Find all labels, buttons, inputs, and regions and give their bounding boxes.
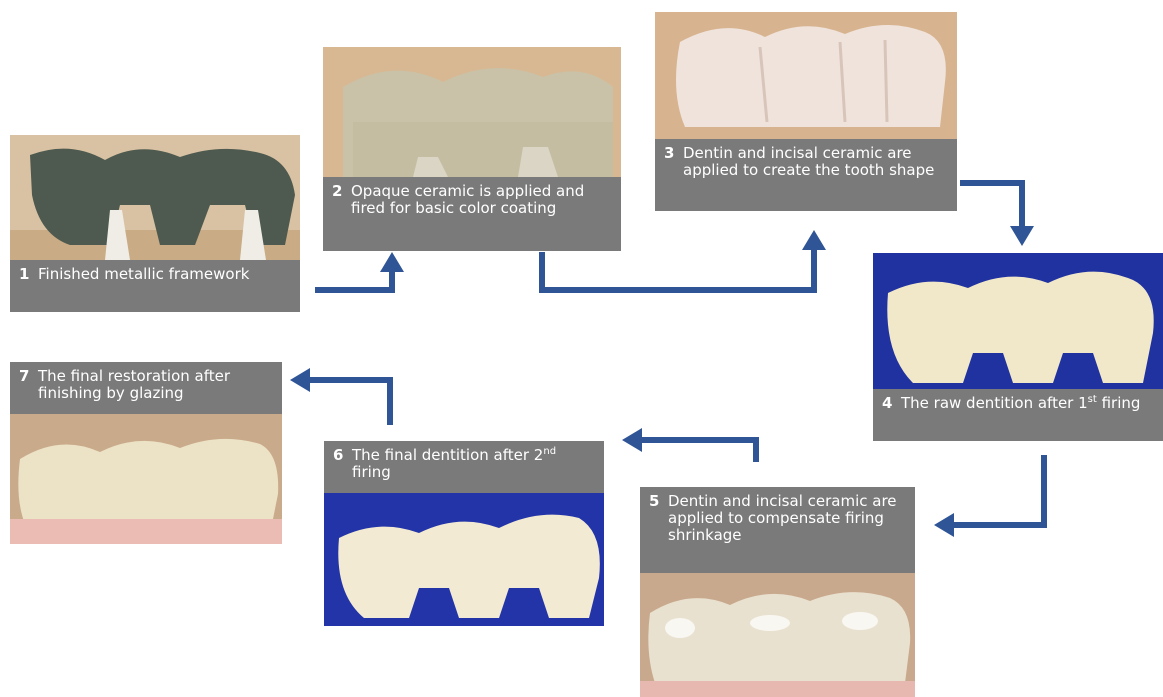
arrow-5-to-6 [640, 440, 756, 462]
arrow-4-to-5 [952, 455, 1044, 525]
arrowhead-5-to-6 [622, 428, 642, 452]
arrowhead-4-to-5 [934, 513, 954, 537]
arrow-2-to-3 [542, 248, 814, 290]
arrowhead-3-to-4 [1010, 226, 1034, 246]
arrowhead-1-to-2 [380, 252, 404, 272]
arrow-6-to-7 [308, 380, 390, 425]
arrow-3-to-4 [960, 183, 1022, 228]
arrow-1-to-2 [315, 270, 392, 290]
arrowhead-6-to-7 [290, 368, 310, 392]
arrowhead-2-to-3 [802, 230, 826, 250]
